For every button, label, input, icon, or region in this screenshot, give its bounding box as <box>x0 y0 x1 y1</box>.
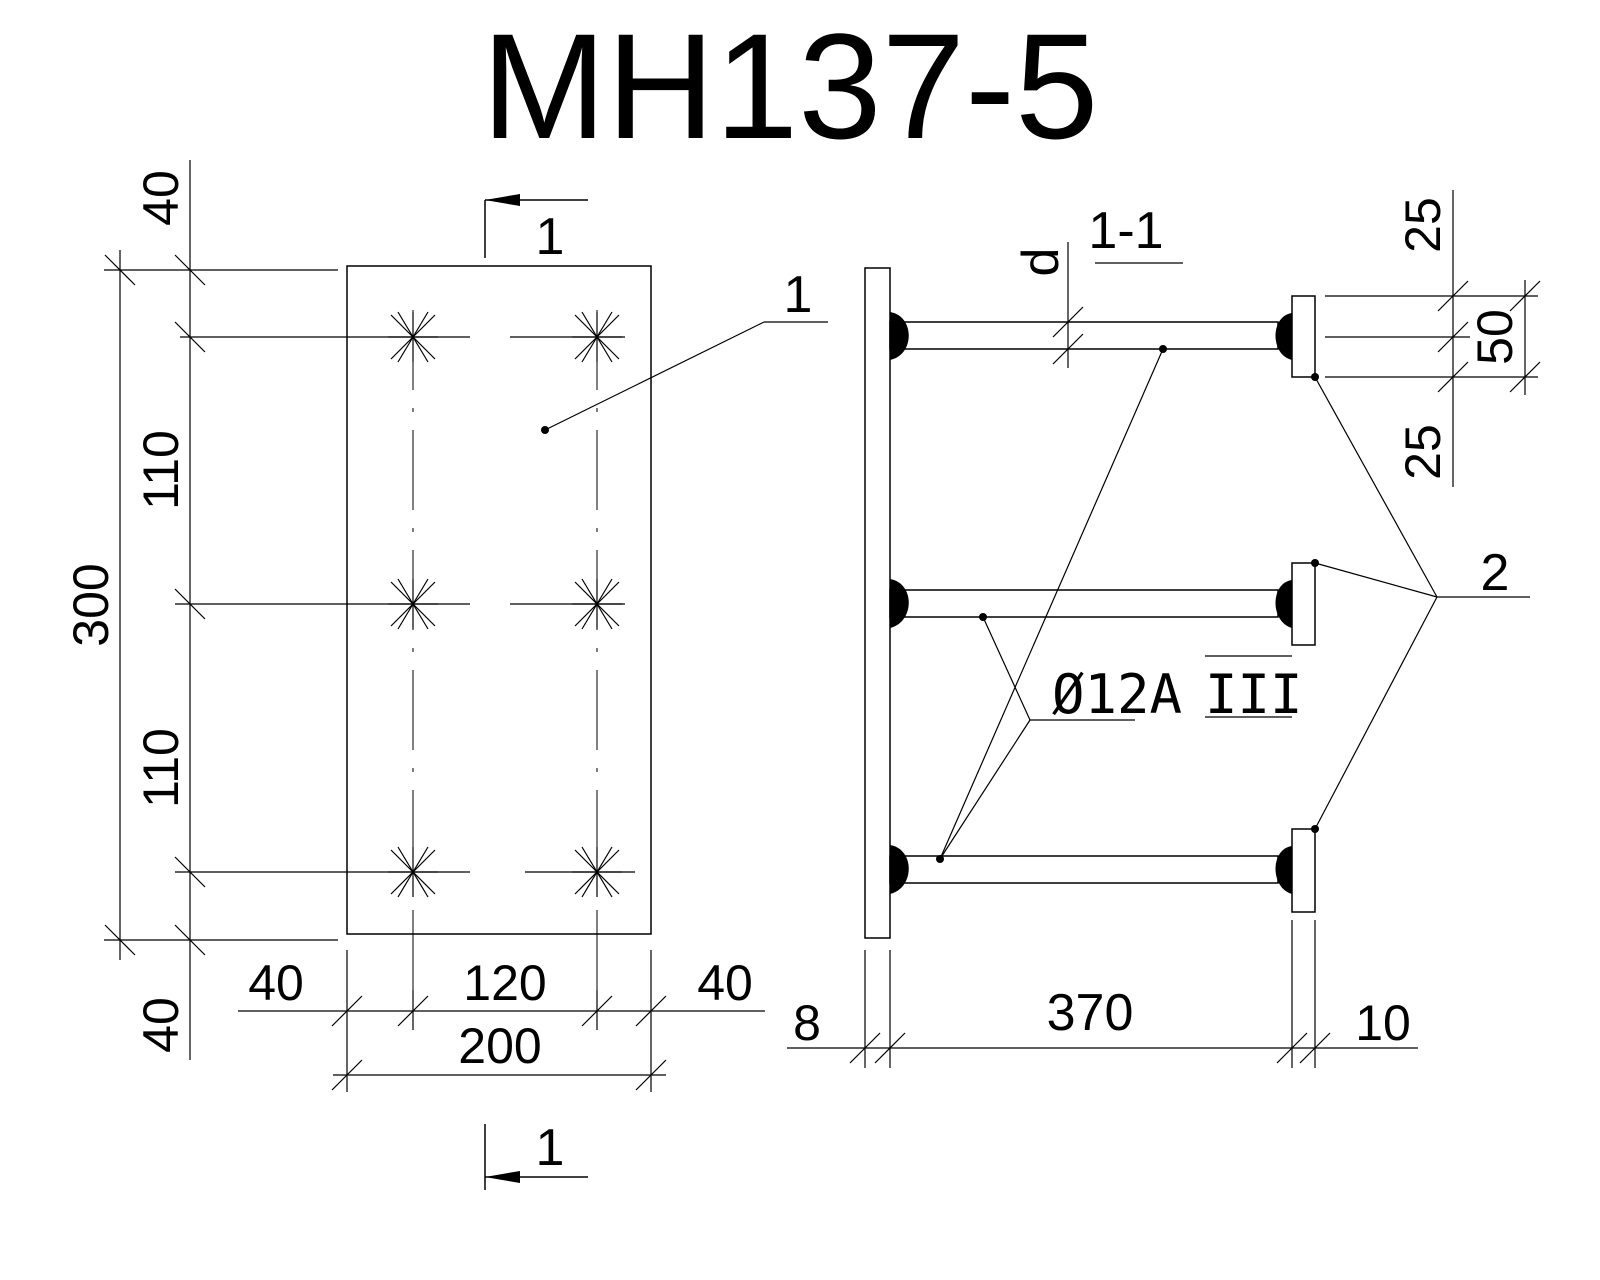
bar-spec-callout-leader <box>936 345 1167 863</box>
bar-spec-prefix: Ø12A <box>1052 663 1182 726</box>
section-mark-bottom: 1 <box>484 1119 588 1190</box>
dim-center-spacing: 120 <box>463 955 546 1011</box>
bar-diameter-symbol: d <box>1012 248 1070 277</box>
plate-callout-label: 1 <box>784 266 813 324</box>
dim-plate-thickness: 8 <box>793 995 821 1051</box>
anchor-weld-symbol-6 <box>572 846 622 898</box>
plate-callout-leader: 1 <box>541 266 828 434</box>
dim-left-edge: 40 <box>248 955 304 1011</box>
anchor-bar-2 <box>889 562 1316 646</box>
dim-total-width: 200 <box>458 1018 541 1074</box>
section-mark-top: 1 <box>484 194 588 266</box>
anchor-weld-symbol-5 <box>388 846 438 898</box>
dim-bar-length: 370 <box>1047 984 1134 1042</box>
plan-plate-outline <box>346 265 652 935</box>
plan-vertical-dimensions <box>104 160 338 1060</box>
anchor-callout-leader: 2 <box>1311 373 1530 833</box>
anchor-weld-symbol-2 <box>572 311 622 363</box>
bar-spec-class: III <box>1205 663 1303 726</box>
section-view: 1-1 d <box>787 190 1541 1068</box>
dim-washer-bottom: 25 <box>1395 424 1451 480</box>
washer-dimensions <box>1325 190 1541 487</box>
anchor-bar-1 <box>889 295 1316 378</box>
section-bottom-dimensions <box>787 920 1418 1068</box>
dim-lower-spacing: 110 <box>133 728 189 808</box>
dim-total-height: 300 <box>63 563 119 646</box>
anchor-center-lines <box>175 310 635 1030</box>
dim-top-margin: 40 <box>133 170 189 226</box>
dim-right-edge: 40 <box>697 955 753 1011</box>
dim-washer-height: 50 <box>1467 309 1523 365</box>
dim-washer-top: 25 <box>1395 197 1451 253</box>
section-title: 1-1 <box>1088 202 1163 260</box>
anchor-bar-3 <box>889 828 1316 913</box>
plan-horizontal-dimensions <box>238 950 765 1092</box>
section-mark-top-label: 1 <box>536 208 565 266</box>
anchor-weld-symbol-3 <box>388 578 438 630</box>
section-mark-bottom-label: 1 <box>536 1119 565 1177</box>
dim-bottom-margin: 40 <box>133 997 189 1053</box>
dim-upper-spacing: 110 <box>133 430 189 510</box>
bar-diameter-dimension <box>1052 242 1084 368</box>
anchor-weld-symbol-1 <box>388 311 438 363</box>
dim-washer-thickness: 10 <box>1355 995 1411 1051</box>
anchor-weld-symbol-4 <box>572 578 622 630</box>
anchor-callout-label: 2 <box>1481 544 1510 602</box>
drawing-title: MH137-5 <box>482 2 1099 170</box>
plan-view: 1 1 <box>63 160 828 1190</box>
section-plate <box>864 267 891 939</box>
